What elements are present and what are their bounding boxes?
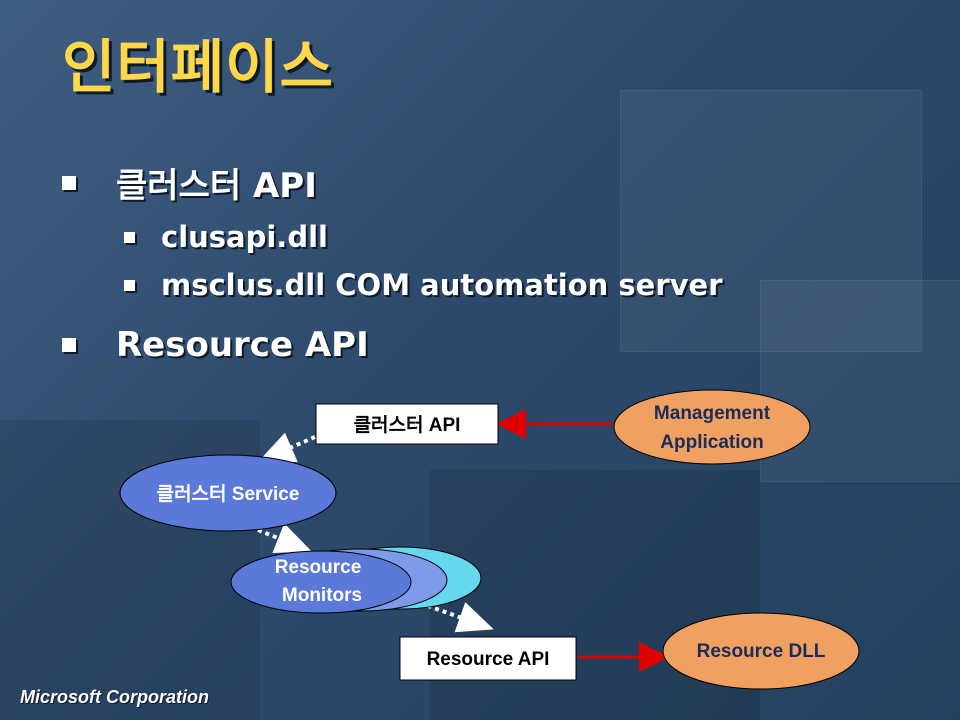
bullet-item: Resource API	[62, 325, 369, 365]
dotted-connector	[258, 432, 316, 462]
cluster-api-label: 클러스터 API	[354, 414, 461, 436]
sub-bullet-item: msclus.dll COM automation server	[124, 268, 723, 302]
background-panel	[620, 90, 922, 352]
dotted-connector	[257, 523, 312, 553]
background-panel	[760, 280, 960, 482]
cluster-service-label: 클러스터 Service	[157, 483, 300, 505]
resource-monitors-label-line2: Monitors	[282, 585, 362, 606]
square-bullet-icon	[124, 279, 135, 291]
sub-bullet-item: clusapi.dll	[124, 220, 328, 254]
resource-dll-node: Resource DLL	[662, 612, 860, 690]
management-label-line2: Application	[660, 432, 763, 453]
cluster-api-box: 클러스터 API	[315, 403, 499, 445]
resource-api-box: Resource API	[399, 636, 577, 681]
square-bullet-icon	[124, 231, 135, 243]
bullet-item: 클러스터 API	[62, 158, 317, 207]
bullet-text: msclus.dll COM automation server	[161, 268, 723, 302]
resource-monitors-stack: Resource Monitors	[230, 546, 482, 614]
resource-dll-label: Resource DLL	[697, 641, 826, 662]
square-bullet-icon	[62, 338, 76, 352]
bullet-text: Resource API	[116, 325, 369, 365]
cluster-service-node: 클러스터 Service	[119, 454, 337, 532]
monitor-instance	[230, 550, 412, 614]
management-application-node: Management Application	[613, 389, 811, 465]
page-title: 인터페이스	[62, 33, 334, 101]
resource-api-label: Resource API	[427, 649, 550, 670]
resource-monitors-label-line1: Resource	[275, 557, 362, 578]
management-label-line1: Management	[654, 403, 771, 424]
footer-company: Microsoft Corporation	[20, 687, 209, 707]
square-bullet-icon	[62, 175, 76, 190]
bullet-text: 클러스터 API	[116, 166, 317, 206]
bullet-text: clusapi.dll	[161, 220, 328, 254]
